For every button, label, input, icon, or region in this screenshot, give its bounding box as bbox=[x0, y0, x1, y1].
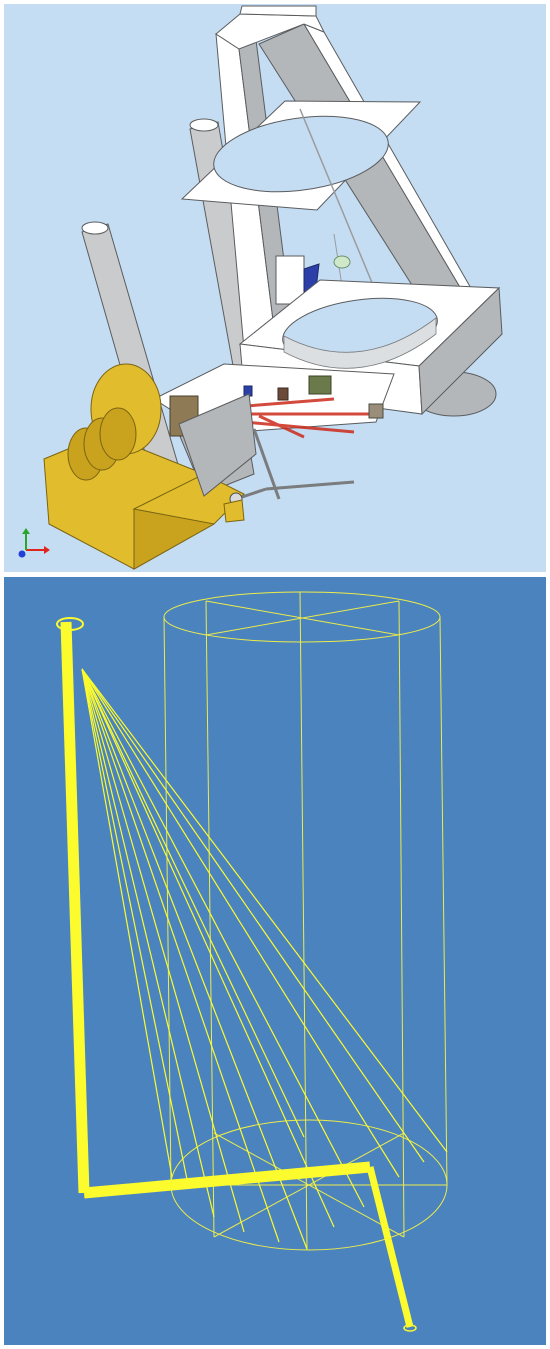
fan-ray-3 bbox=[81, 668, 215, 1218]
rear-support-tube-cap bbox=[189, 118, 219, 132]
lower-ring-inner-wall bbox=[283, 317, 437, 369]
fan-ray-12 bbox=[81, 668, 305, 1138]
laser-beam-4 bbox=[258, 414, 305, 439]
beam-path bbox=[56, 617, 417, 1332]
cad-model-view[interactable] bbox=[4, 4, 546, 572]
ray-trace-canvas bbox=[4, 577, 546, 1345]
fan-ray-6 bbox=[81, 668, 308, 1250]
cylinder-left-edge bbox=[163, 616, 172, 1186]
fan-ray-1 bbox=[81, 668, 173, 1178]
tower-top-face bbox=[239, 5, 317, 17]
optics-mount-green bbox=[308, 375, 332, 395]
mount-ramp bbox=[178, 393, 257, 497]
fan-ray-10 bbox=[81, 668, 425, 1163]
axis-y-arrow bbox=[22, 528, 30, 534]
axis-x-arrow bbox=[44, 546, 50, 554]
fan-ray-5 bbox=[81, 668, 280, 1243]
beam-horizontal bbox=[83, 1161, 371, 1199]
fan-ray-8 bbox=[81, 668, 365, 1208]
fan-ray-7 bbox=[81, 668, 335, 1228]
front-support-tube-cap bbox=[81, 221, 109, 235]
fan-ray-4 bbox=[81, 668, 245, 1233]
ray-trace-view[interactable] bbox=[4, 577, 546, 1345]
cylinder-rib-1 bbox=[205, 600, 215, 1238]
linkage-arm-2 bbox=[265, 480, 355, 491]
fan-ray-11 bbox=[81, 668, 448, 1153]
axis-triad bbox=[18, 528, 50, 558]
cylinder-wireframe bbox=[163, 591, 448, 1251]
axis-z-dot bbox=[18, 550, 26, 558]
beam-vertical bbox=[60, 621, 90, 1194]
mid-bracket-knob bbox=[333, 255, 351, 269]
beam-exit bbox=[366, 1166, 414, 1328]
fan-ray-9 bbox=[81, 668, 400, 1178]
linkage-clamp bbox=[223, 499, 245, 523]
yoke-ring-3 bbox=[99, 407, 137, 461]
ray-fan bbox=[81, 668, 448, 1250]
cylinder-right-edge bbox=[439, 616, 448, 1186]
cylinder-rib-2 bbox=[299, 591, 308, 1251]
upper-ring-opening bbox=[213, 115, 389, 193]
fan-ray-2 bbox=[81, 668, 190, 1190]
cylinder-top-diag-2 bbox=[205, 600, 400, 636]
laser-beam-3 bbox=[243, 420, 355, 434]
beam-origin-cap bbox=[56, 617, 84, 631]
cad-model-canvas bbox=[4, 4, 546, 572]
optics-mount-right bbox=[368, 403, 384, 419]
beam-exit-cap bbox=[403, 1324, 417, 1332]
optics-mount-small bbox=[277, 387, 289, 401]
lower-ring-plate-side bbox=[418, 286, 503, 416]
